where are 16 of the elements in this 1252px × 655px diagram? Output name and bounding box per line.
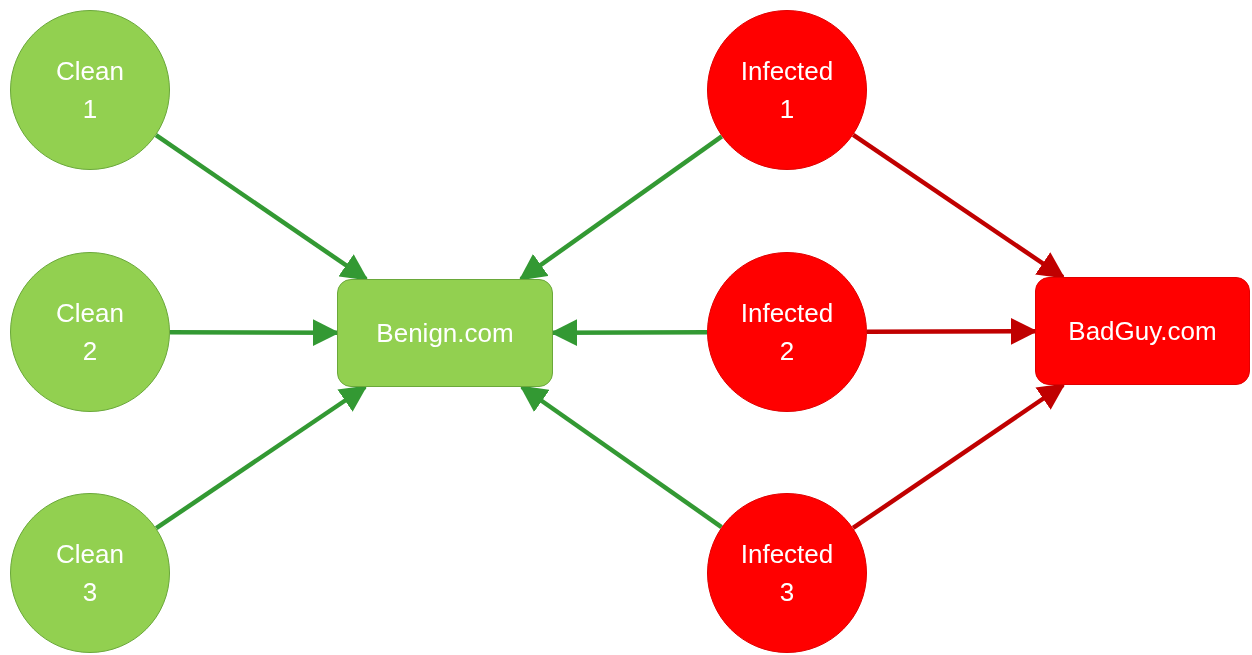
domain-box — [1035, 277, 1250, 385]
node-label: Infected 1 — [740, 55, 834, 126]
arrow — [851, 383, 1066, 530]
node-label: Clean 2 — [56, 297, 124, 368]
node-label: Benign.com — [376, 317, 514, 350]
arrow — [518, 134, 724, 281]
node-label: BadGuy.com — [1068, 315, 1217, 348]
arrow — [155, 385, 368, 531]
domain-box — [337, 279, 553, 387]
node-label: Clean 1 — [56, 55, 124, 126]
arrow — [519, 385, 723, 529]
arrow — [154, 133, 369, 281]
node-label: Infected 2 — [740, 297, 834, 368]
arrow — [851, 133, 1066, 279]
node-label: Clean 3 — [56, 538, 124, 609]
node-label: Infected 3 — [740, 538, 834, 609]
